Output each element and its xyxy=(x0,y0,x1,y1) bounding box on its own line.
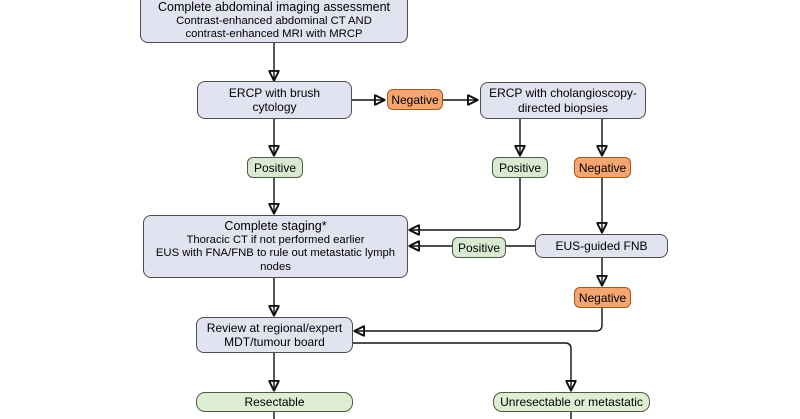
node-eus-guided-fnb: EUS-guided FNB xyxy=(535,234,668,258)
arrow-cholangioscopy-positive-to-staging xyxy=(410,177,521,230)
node-imaging-assessment: Complete abdominal imaging assessment Co… xyxy=(140,0,408,43)
arrow-review-to-unresectable xyxy=(353,342,571,390)
badge-cholangioscopy-positive: Positive xyxy=(492,157,548,178)
badge-fnb-positive: Positive xyxy=(452,237,506,258)
node-ercp-cholangioscopy: ERCP with cholangioscopy-directed biopsi… xyxy=(480,82,646,119)
mdt-review-label: Review at regional/expert MDT/tumour boa… xyxy=(206,320,343,350)
badge-brush-negative: Negative xyxy=(387,89,443,110)
staging-body-line1: Thoracic CT if not performed earlier xyxy=(186,233,365,246)
badge-fnb-negative: Negative xyxy=(574,287,631,308)
node-resectable: Resectable xyxy=(196,392,353,412)
staging-title: Complete staging* xyxy=(224,218,327,233)
imaging-title: Complete abdominal imaging assessment xyxy=(157,0,391,14)
ercp-brush-label: ERCP with brush cytology xyxy=(228,85,321,115)
eus-fnb-label: EUS-guided FNB xyxy=(555,238,648,253)
badge-brush-positive: Positive xyxy=(247,157,303,178)
arrow-fnb-negative-to-review xyxy=(355,308,603,331)
node-complete-staging: Complete staging* Thoracic CT if not per… xyxy=(143,215,408,278)
node-ercp-brush-cytology: ERCP with brush cytology xyxy=(197,81,352,119)
resectable-label: Resectable xyxy=(244,394,305,409)
node-unresectable: Unresectable or metastatic xyxy=(493,392,650,412)
staging-body-line2: EUS with FNA/FNB to rule out metastatic … xyxy=(155,247,396,273)
unresectable-label: Unresectable or metastatic xyxy=(500,394,643,409)
badge-cholangioscopy-negative: Negative xyxy=(574,157,631,178)
ercp-cholangioscopy-label: ERCP with cholangioscopy-directed biopsi… xyxy=(489,86,637,115)
imaging-body: Contrast-enhanced abdominal CT AND contr… xyxy=(176,14,372,41)
node-mdt-review: Review at regional/expert MDT/tumour boa… xyxy=(196,317,353,353)
